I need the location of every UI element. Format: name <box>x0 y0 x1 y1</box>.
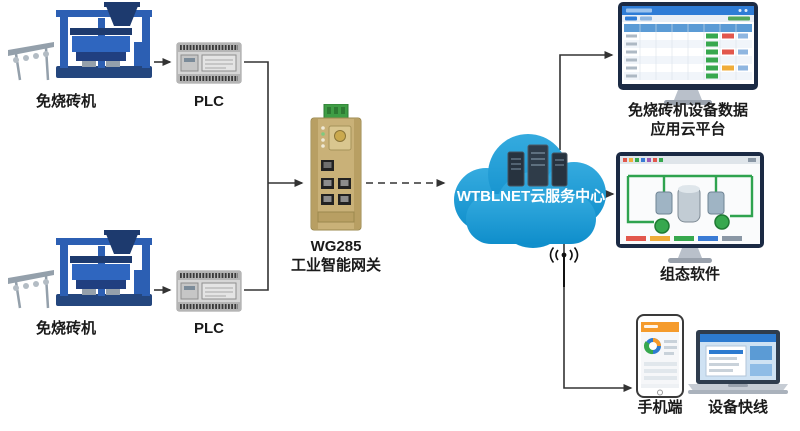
gateway-model: WG285 <box>310 238 362 255</box>
plc-bottom-icon <box>176 262 242 320</box>
machine-bottom-label: 免烧砖机 <box>35 320 96 337</box>
cloud-platform-label: 免烧砖机设备数据 应用云平台 <box>606 102 770 140</box>
cloud-platform-label-line2: 应用云平台 <box>650 120 726 138</box>
plc-top-label: PLC <box>194 93 224 110</box>
scada-label: 组态软件 <box>659 266 720 283</box>
brick-machine-top-icon <box>6 2 156 90</box>
wireless-antenna-icon <box>545 247 583 287</box>
cloud-label: WTBLNET云服务中心 <box>456 188 606 205</box>
machine-top-label: 免烧砖机 <box>35 93 96 110</box>
gateway-name: 工业智能网关 <box>290 256 381 274</box>
plc-bottom-label: PLC <box>194 320 224 337</box>
plc-top-icon <box>176 34 242 92</box>
cloud-icon <box>438 112 623 257</box>
scada-monitor-icon <box>616 152 764 266</box>
cloud-platform-label-line1: 免烧砖机设备数据 <box>627 102 748 119</box>
cloud-platform-monitor-icon <box>618 2 758 108</box>
gateway-label: WG285 工业智能网关 <box>280 238 392 276</box>
brick-machine-bottom-icon <box>6 230 156 318</box>
smartphone-icon <box>636 314 684 398</box>
laptop-label: 设备快线 <box>707 399 768 416</box>
gateway-icon <box>308 103 364 232</box>
laptop-icon <box>686 330 790 396</box>
phone-label: 手机端 <box>637 399 683 416</box>
cloud-server-icon <box>507 144 568 187</box>
